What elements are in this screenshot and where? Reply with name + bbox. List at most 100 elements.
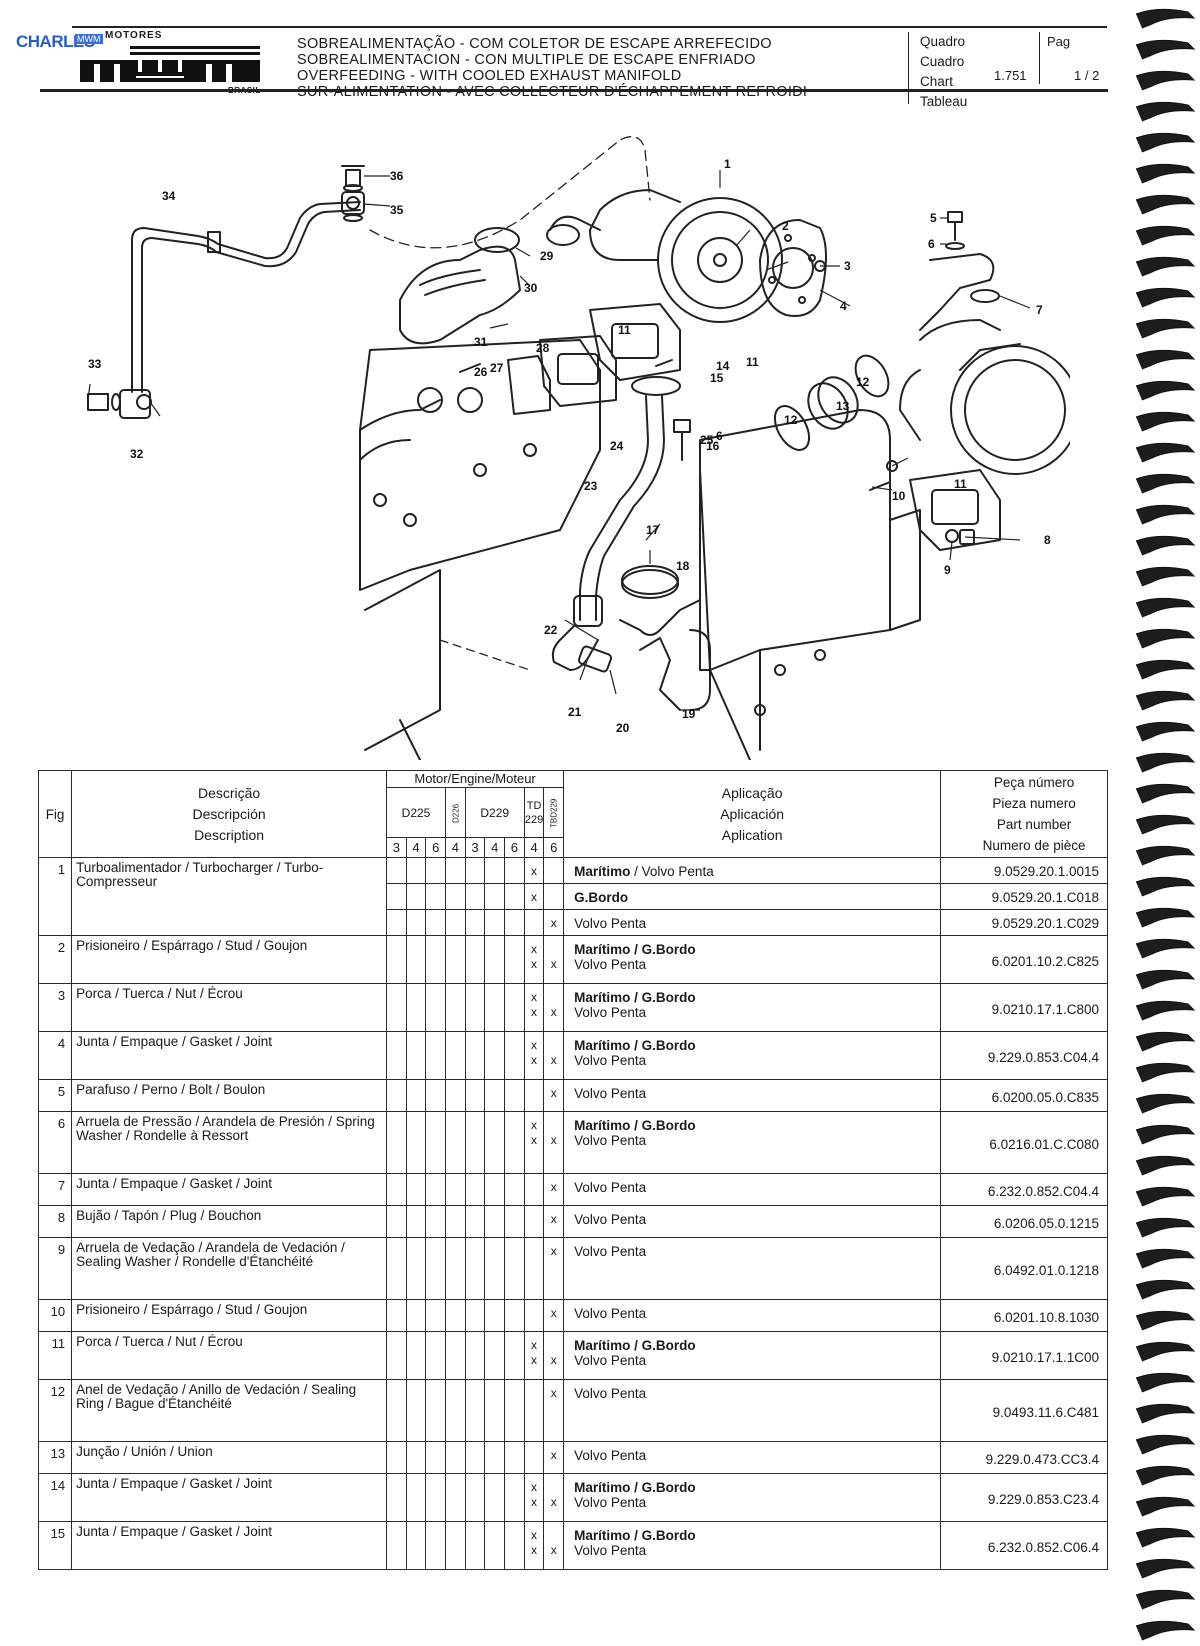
header-engine-d226: D226: [445, 787, 466, 838]
engine-cell: [425, 1237, 447, 1300]
callout-number: 31: [474, 335, 488, 349]
engine-cell: [425, 1441, 447, 1474]
engine-cell: [425, 1111, 447, 1174]
binding-loop: [1135, 628, 1196, 649]
engine-mark: x: [543, 1031, 565, 1080]
engine-cell: [504, 909, 525, 936]
engine-mark: x: [543, 1331, 565, 1380]
engine-mark: [543, 883, 565, 910]
header-cylinders: 4: [484, 837, 506, 858]
spiral-binding: [1135, 8, 1196, 1641]
callout-number: 14: [716, 359, 730, 373]
engine-mark: [523, 909, 545, 936]
engine-cell: [405, 1441, 427, 1474]
application-bold: Marítimo: [574, 864, 631, 879]
engine-cell: [484, 1111, 506, 1174]
page-header: CHARLES MWM MOTORES BRASIL SOBREALIMENT: [12, 14, 1107, 109]
engine-cell: [405, 1111, 427, 1174]
header-part-number: Peça número Pieza numero Part number Num…: [940, 770, 1108, 858]
chart-label: Quadro: [920, 34, 966, 49]
application-cell: G.Bordo: [563, 883, 942, 910]
engine-cell: [386, 1031, 407, 1080]
fig-number: 15: [37, 1521, 73, 1570]
engine-cell: [445, 1521, 466, 1570]
header-cylinders: 3: [386, 837, 407, 858]
binding-loop: [1135, 1248, 1196, 1269]
engine-cell: [504, 1473, 525, 1522]
brand-top-label: MOTORES: [105, 30, 163, 41]
engine-cell: [445, 935, 466, 984]
header-application-pt: Aplicação: [721, 784, 783, 801]
binding-loop: [1135, 659, 1196, 680]
application-text: Volvo Penta: [574, 957, 647, 972]
engine-cell: [405, 883, 427, 910]
binding-loop: [1135, 1527, 1196, 1548]
header-part-number-en: Part number: [996, 817, 1072, 832]
part-number: 6.0216.01.C.C080: [940, 1111, 1108, 1174]
engine-cell: [405, 1237, 427, 1300]
chart-number: 1.751: [994, 68, 1027, 83]
engine-cell: [504, 1441, 525, 1474]
engine-cell: [386, 1111, 407, 1174]
fig-number: 14: [37, 1473, 73, 1522]
header-cylinders: 6: [543, 837, 565, 858]
binding-loop: [1135, 690, 1196, 711]
header-application: Aplicação Aplicación Aplication: [563, 770, 942, 858]
engine-cell: [425, 1079, 447, 1112]
part-number: 9.0210.17.1.C800: [940, 983, 1108, 1032]
engine-cell: [386, 1521, 407, 1570]
engine-cell: [445, 1331, 466, 1380]
engine-cell: [405, 1299, 427, 1332]
part-number: 6.0201.10.8.1030: [940, 1299, 1108, 1332]
callout-number: 11: [618, 323, 631, 337]
part-description: Junção / Unión / Union: [71, 1441, 388, 1474]
engine-cell: [445, 1205, 466, 1238]
part-number: 9.0529.20.1.0015: [940, 857, 1108, 884]
binding-loop: [1135, 1279, 1196, 1300]
callout-number: 16: [706, 439, 720, 453]
part-description: Anel de Vedação / Anillo de Vedación / S…: [71, 1379, 388, 1442]
header-cylinders: 6: [425, 837, 447, 858]
engine-cell: [484, 1331, 506, 1380]
binding-loop: [1135, 721, 1196, 742]
callout-number: 9: [944, 563, 951, 577]
engine-cell: [484, 1173, 506, 1206]
fig-number: 3: [37, 983, 73, 1032]
application-text: Volvo Penta: [574, 1543, 647, 1558]
engine-cell: [445, 1031, 466, 1080]
binding-loop: [1135, 535, 1196, 556]
part-number: 9.229.0.853.C04.4: [940, 1031, 1108, 1080]
header-fig: Fig: [37, 770, 73, 858]
engine-mark: x: [543, 1473, 565, 1522]
part-description: Porca / Tuerca / Nut / Écrou: [71, 1331, 388, 1380]
engine-mark: x: [543, 1237, 565, 1300]
engine-mark: x: [543, 983, 565, 1032]
title-es: SOBREALIMENTACION - CON MULTIPLE DE ESCA…: [297, 52, 756, 68]
callout-number: 11: [746, 355, 759, 369]
callout-number: 19: [682, 707, 696, 721]
engine-cell: [425, 909, 447, 936]
engine-cell: [504, 1299, 525, 1332]
engine-cell: [425, 1331, 447, 1380]
engine-cell: [504, 1079, 525, 1112]
engine-mark: x: [543, 909, 565, 936]
binding-loop: [1135, 132, 1196, 153]
engine-cell: [464, 1299, 486, 1332]
exploded-parts-diagram: 1234567891011111112121314151617181920212…: [87, 136, 1070, 760]
binding-loop: [1135, 473, 1196, 494]
callout-number: 33: [88, 357, 102, 371]
engine-mark: x: [543, 1205, 565, 1238]
part-number: 9.229.0.853.C23.4: [940, 1473, 1108, 1522]
callout-number: 13: [836, 399, 850, 413]
binding-loop: [1135, 845, 1196, 866]
callout-number: 20: [616, 721, 630, 735]
